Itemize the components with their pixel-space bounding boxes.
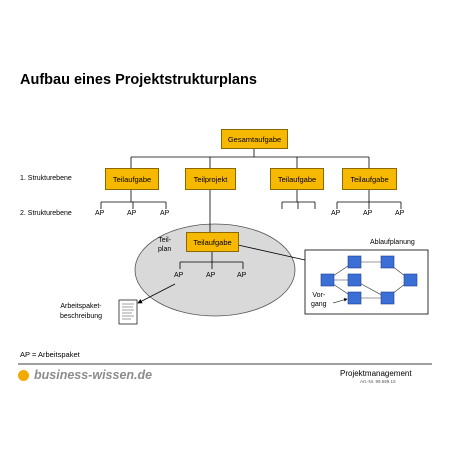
ap-label: AP: [237, 272, 247, 279]
arrow-to-ablaufplanung: [237, 244, 315, 264]
tree-connectors: [100, 149, 402, 269]
node-sub-teilaufgabe: Teilaufgabe: [186, 232, 239, 252]
ap-label: AP: [160, 210, 170, 217]
network-node: [347, 273, 362, 287]
arbeitspaket-line-2: beschreibung: [60, 313, 103, 320]
node-teilaufgabe-1: Teilaufgabe: [105, 168, 159, 190]
level1-label: 1. Strukturebene: [20, 175, 72, 182]
vorgang-label: Vor- gang: [311, 291, 327, 309]
ap-label: AP: [95, 210, 105, 217]
ap-label: AP: [395, 210, 405, 217]
node-teilaufgabe-4: Teilaufgabe: [342, 168, 397, 190]
network-node: [403, 273, 418, 287]
ap-label: AP: [363, 210, 373, 217]
ap-label: AP: [206, 272, 216, 279]
network-node: [347, 291, 362, 305]
node-gesamtaufgabe: Gesamtaufgabe: [221, 129, 288, 149]
node-teilaufgabe-3: Teilaufgabe: [270, 168, 324, 190]
document-icon: [118, 299, 138, 325]
vorgang-line-2: gang: [311, 301, 327, 308]
legend-text: AP = Arbeitspaket: [20, 350, 80, 359]
arbeitspaket-label: Arbeitspaket- beschreibung: [60, 302, 102, 322]
page-title: Aufbau eines Projektstrukturplans: [20, 72, 257, 88]
vorgang-arrow: [332, 298, 348, 304]
brand-dot-icon: [18, 370, 29, 381]
art-number: Art.-Nr. 99.599.10: [360, 379, 396, 384]
teilplan-label: Teil- plan: [158, 236, 171, 254]
level2-label: 2. Strukturebene: [20, 210, 72, 217]
arrow-to-arbeitspaket: [137, 283, 176, 304]
network-node: [320, 273, 335, 287]
section-label: Projektmanagement: [340, 369, 412, 378]
ap-label: AP: [127, 210, 137, 217]
network-nodes: [320, 255, 418, 305]
network-node: [347, 255, 362, 269]
arbeitspaket-line-1: Arbeitspaket-: [60, 303, 102, 310]
ap-label: AP: [174, 272, 184, 279]
network-node: [380, 255, 395, 269]
network-node: [380, 291, 395, 305]
teilplan-line-2: plan: [158, 246, 172, 253]
ap-label: AP: [331, 210, 341, 217]
ablaufplanung-label: Ablaufplanung: [370, 239, 415, 246]
teilplan-line-1: Teil-: [158, 237, 172, 244]
vorgang-line-1: Vor-: [312, 292, 326, 299]
teilplan-ellipse: [134, 223, 296, 317]
brand-logo: business-wissen.de: [34, 368, 153, 382]
node-teilprojekt: Teilprojekt: [185, 168, 236, 190]
